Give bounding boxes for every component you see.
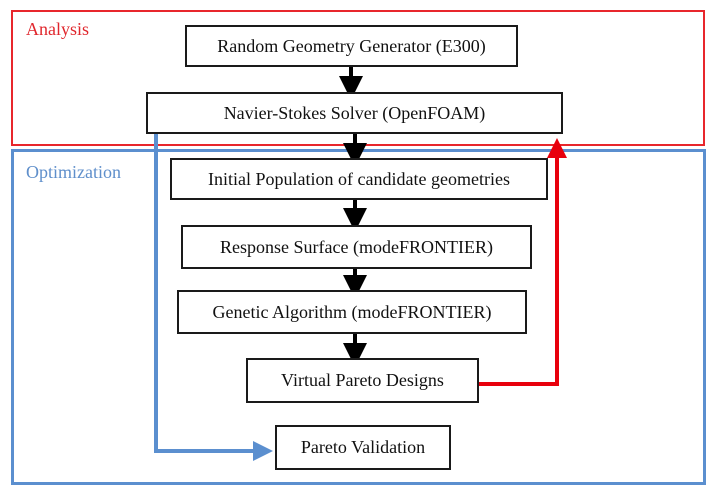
node-pareto-validation: Pareto Validation — [275, 425, 451, 470]
node-virtual-pareto-designs: Virtual Pareto Designs — [246, 358, 479, 403]
node-initial-population: Initial Population of candidate geometri… — [170, 158, 548, 200]
optimization-group-label: Optimization — [26, 162, 121, 182]
node-response-surface: Response Surface (modeFRONTIER) — [181, 225, 532, 269]
node-navier-stokes-solver: Navier-Stokes Solver (OpenFOAM) — [146, 92, 563, 134]
node-random-geometry-generator: Random Geometry Generator (E300) — [185, 25, 518, 67]
node-genetic-algorithm: Genetic Algorithm (modeFRONTIER) — [177, 290, 527, 334]
analysis-group-label: Analysis — [26, 19, 89, 39]
